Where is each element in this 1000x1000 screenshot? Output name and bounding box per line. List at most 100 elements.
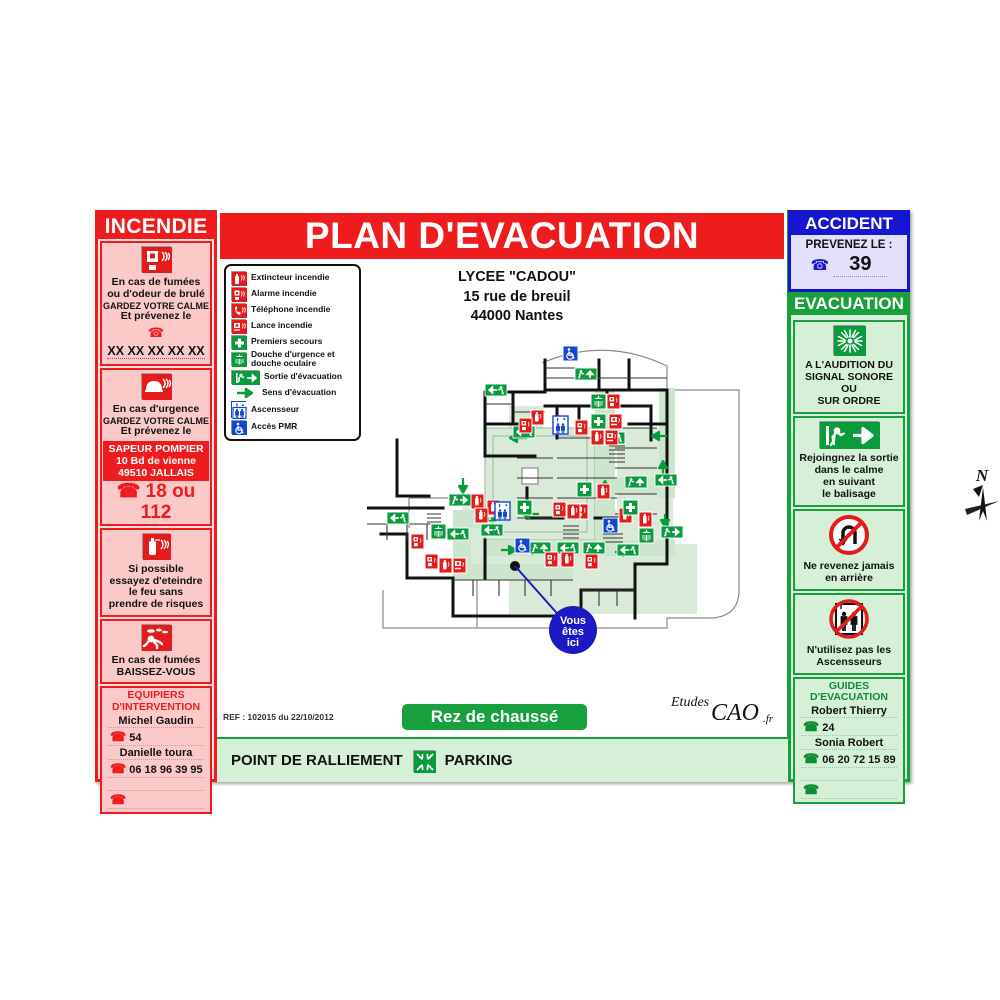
phone-icon: ☎ bbox=[116, 481, 141, 503]
phone-icon: ☎ bbox=[803, 782, 820, 798]
site-name: LYCEE "CADOU" bbox=[458, 269, 576, 285]
rally-point-bar: POINT DE RALLIEMENT PARKING bbox=[217, 737, 788, 782]
line: D'INTERVENTION bbox=[111, 701, 201, 714]
floor-label: Rez de chaussé bbox=[402, 704, 587, 730]
line: prendre de risques bbox=[108, 598, 204, 611]
evac-contact-name: Robert Thierry bbox=[801, 705, 897, 719]
wheelchair-access-icon bbox=[231, 419, 247, 435]
legend-item-premiers-secours: Premiers secours bbox=[231, 334, 355, 350]
line: OU bbox=[841, 382, 857, 395]
evac-contact-phone: 24 bbox=[822, 722, 835, 735]
fire-contact-phone: 06 18 96 39 95 bbox=[129, 763, 203, 776]
legend-item-sens: Sens d'évacuation bbox=[231, 385, 355, 400]
alarm-bell-icon bbox=[833, 325, 866, 356]
svg-text:Vous: Vous bbox=[560, 615, 586, 627]
fire-cell-emergency: En cas d'urgence GARDEZ VOTRE CALME Et p… bbox=[100, 368, 212, 526]
evac-cell-exit: Rejoingnez la sortie dans le calme en su… bbox=[793, 415, 905, 507]
site-city: 44000 Nantes bbox=[470, 308, 564, 325]
line: GARDEZ VOTRE CALME bbox=[103, 416, 210, 427]
incendie-heading: INCENDIE bbox=[98, 213, 214, 239]
evac-contacts-title: GUIDES D'EVACUATION bbox=[795, 680, 903, 705]
evac-cell-no-return-text: Ne revenez jamais en arrière bbox=[796, 559, 902, 585]
line: A L'AUDITION DU bbox=[805, 359, 893, 371]
evac-cell-signal-text: A L'AUDITION DU SIGNAL SONORE OU SUR ORD… bbox=[796, 359, 902, 408]
no-turning-back-icon bbox=[828, 514, 870, 556]
fire-extinguisher-icon bbox=[231, 270, 247, 286]
line: le feu sans bbox=[128, 586, 184, 599]
plan-title-bar: PLAN D'EVACUATION bbox=[220, 213, 784, 259]
fire-contact-phone-row: ☎ bbox=[108, 792, 204, 809]
fire-cell-smoke-text: En cas de fumées ou d'odeur de brulé GAR… bbox=[103, 276, 209, 322]
legend-item-label: Ascensseur bbox=[251, 404, 300, 414]
accident-heading: ACCIDENT bbox=[791, 213, 907, 235]
line: SUR ORDRE bbox=[817, 394, 881, 407]
line: En cas de fumées bbox=[111, 276, 201, 288]
legend-item-label: Accès PMR bbox=[251, 421, 298, 431]
svg-text:.fr: .fr bbox=[763, 713, 774, 725]
legend-item-extincteur: Extincteur incendie bbox=[231, 270, 355, 286]
legend-item-label: Sortie d'évacuation bbox=[264, 371, 343, 381]
svg-text:Etudes: Etudes bbox=[670, 695, 710, 710]
phone-icon: ☎ bbox=[803, 719, 820, 735]
plan-reference: REF : 102015 du 22/10/2012 bbox=[223, 712, 334, 722]
legend-item-telephone: Téléphone incendie bbox=[231, 302, 355, 318]
evacuation-heading: EVACUATION bbox=[788, 292, 910, 315]
site-street: 15 rue de breuil bbox=[463, 288, 571, 305]
floor-plan-map[interactable]: Vous êtes ici bbox=[367, 328, 777, 668]
line: Et prévenez le bbox=[120, 425, 192, 438]
phone-icon: ☎ bbox=[110, 728, 127, 744]
legend-item-label: Extincteur incendie bbox=[251, 272, 330, 282]
fire-contact-phone-row: ☎ 06 18 96 39 95 bbox=[108, 761, 204, 778]
fire-cell-crawl-text: En cas de fumées BAISSEZ-VOUS bbox=[103, 654, 209, 679]
north-arrow-icon: N bbox=[959, 465, 1000, 527]
evac-contact-name: Sonia Robert bbox=[801, 737, 897, 751]
phone-icon: ☎ bbox=[803, 751, 820, 767]
line: EQUIPIERS bbox=[127, 689, 185, 702]
legend-item-label: Lance incendie bbox=[251, 320, 313, 330]
page-title: PLAN D'EVACUATION bbox=[304, 215, 700, 256]
crawl-low-smoke-icon bbox=[141, 623, 172, 651]
fire-service-address: 10 Bd de vienne bbox=[116, 454, 196, 467]
fire-extinguisher-icon bbox=[142, 532, 171, 560]
fire-report-phone: XX XX XX XX XX bbox=[107, 344, 205, 360]
rally-point-label: POINT DE RALLIEMENT bbox=[231, 752, 403, 769]
elevator-icon bbox=[231, 401, 247, 419]
evac-cell-no-elevator-text: N'utilisez pas les Ascensseurs bbox=[796, 643, 902, 669]
fire-emergency-number-row: ☎ 18 ou 112 bbox=[103, 481, 209, 524]
line: D'EVACUATION bbox=[810, 691, 888, 704]
fire-telephone-icon bbox=[231, 302, 247, 318]
line: Et prévenez le bbox=[120, 309, 192, 322]
phone-icon: ☎ bbox=[110, 791, 127, 807]
fire-alarm-icon bbox=[231, 286, 247, 302]
legend-item-sortie: Sortie d'évacuation bbox=[231, 369, 355, 385]
accident-number-row: ☎ 39 bbox=[791, 251, 907, 277]
evac-contact-name bbox=[801, 769, 897, 782]
svg-text:CAO: CAO bbox=[711, 700, 759, 726]
rally-point-icon bbox=[412, 749, 436, 773]
plan-center-panel: PLAN D'EVACUATION LYCEE "CADOU" 15 rue d… bbox=[217, 210, 999, 782]
line: ou d'odeur de brulé bbox=[107, 287, 205, 300]
line: Ne revenez jamais bbox=[803, 559, 895, 572]
phone-icon: ☎ bbox=[810, 257, 830, 274]
line: Ascensseurs bbox=[816, 655, 882, 668]
evac-cell-signal: A L'AUDITION DU SIGNAL SONORE OU SUR ORD… bbox=[793, 320, 905, 414]
first-aid-icon bbox=[231, 334, 247, 350]
fire-contact-name: Michel Gaudin bbox=[108, 715, 204, 728]
fire-contacts-cell: EQUIPIERS D'INTERVENTION Michel Gaudin ☎… bbox=[100, 686, 212, 814]
legend-item-alarme: Alarme incendie bbox=[231, 286, 355, 302]
site-address-block: LYCEE "CADOU" 15 rue de breuil 44000 Nan… bbox=[402, 268, 632, 327]
fire-instructions-column: INCENDIE En cas de fumées ou d'odeur de … bbox=[95, 210, 217, 814]
emergency-exit-icon bbox=[819, 420, 880, 449]
fire-service-block: SAPEUR POMPIER 10 Bd de vienne 49510 JAL… bbox=[103, 440, 209, 482]
line: N'utilisez pas les bbox=[806, 643, 892, 656]
fire-contact-name: Danielle toura bbox=[108, 747, 204, 760]
fire-alarm-icon bbox=[141, 246, 172, 273]
legend-item-label: Alarme incendie bbox=[251, 288, 317, 298]
studio-logo: Etudes CAO .fr bbox=[659, 690, 779, 726]
legend-item-label: Téléphone incendie bbox=[251, 304, 331, 314]
svg-text:ici: ici bbox=[567, 637, 579, 649]
evac-cell-no-elevator: N'utilisez pas les Ascensseurs bbox=[793, 592, 905, 675]
legend-item-label: Sens d'évacuation bbox=[262, 387, 337, 397]
line: dans le calme bbox=[814, 463, 884, 476]
line: en arrière bbox=[825, 571, 873, 584]
